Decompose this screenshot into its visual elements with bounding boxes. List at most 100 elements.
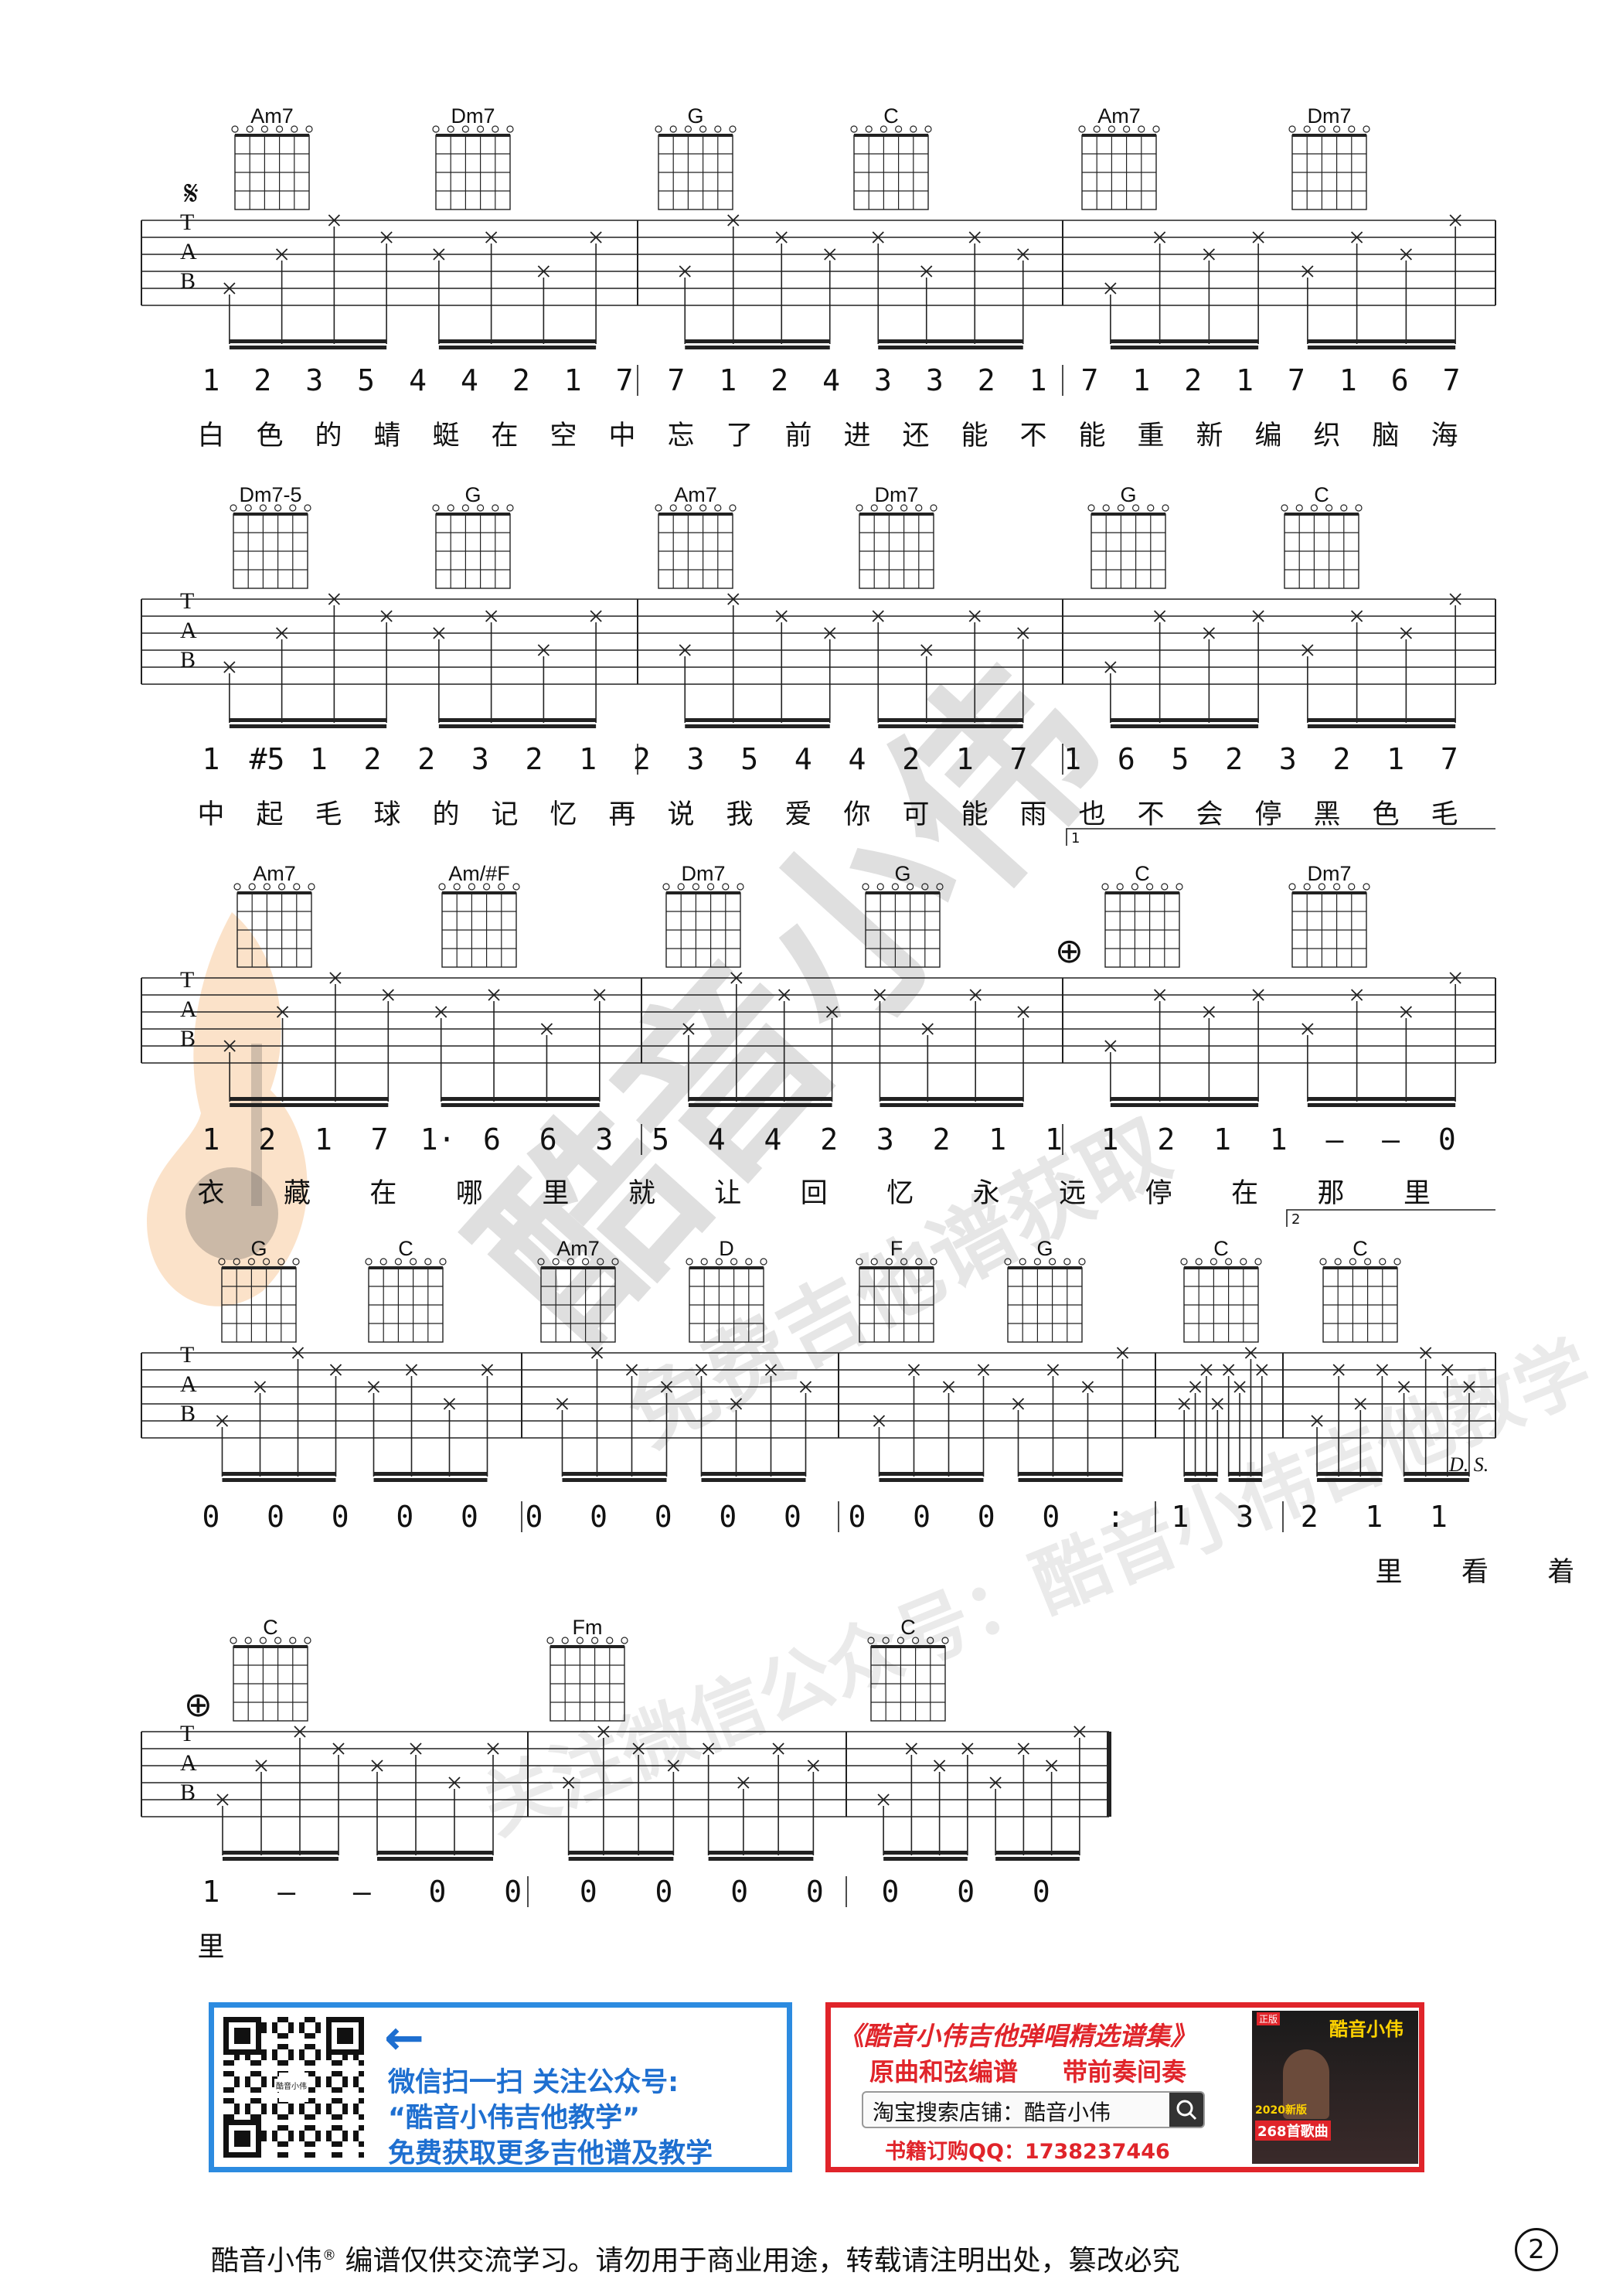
tab-x-mark — [223, 661, 236, 673]
tab-x-mark — [1301, 1023, 1314, 1035]
lyric-char: 你 — [843, 799, 871, 830]
beam — [1110, 339, 1259, 343]
jianpu-note: 2 — [1184, 363, 1203, 397]
lyric-char: 藏 — [283, 1178, 311, 1209]
segno-sign: 𝄋 — [184, 174, 199, 213]
jianpu-note: 0 — [525, 1500, 543, 1534]
chord-diagram — [862, 883, 944, 968]
copyright-footer: 酷音小伟® 编谱仅供交流学习。请勿用于商业用途，转载请注明出处，篡改必究 — [211, 2238, 1179, 2278]
beam — [438, 724, 597, 728]
jianpu-note: – — [1325, 1122, 1344, 1157]
beam — [1307, 339, 1456, 343]
tab-x-mark — [772, 1742, 784, 1755]
lyric-char: 蜓 — [432, 421, 460, 451]
jianpu-note: 4 — [707, 1122, 726, 1157]
chord-name: Dm7 — [1307, 104, 1352, 128]
beam — [701, 1478, 806, 1482]
chord-name: Am7 — [1097, 104, 1141, 128]
tab-x-mark — [255, 1759, 267, 1772]
lyric-char: 雨 — [1019, 799, 1047, 830]
chord-name: Dm7 — [451, 104, 495, 128]
tab-x-mark — [1017, 627, 1029, 639]
chord-name: Am7 — [253, 862, 296, 885]
tab-x-mark — [223, 1040, 236, 1052]
chord-diagram — [438, 883, 520, 968]
tab-x-mark — [969, 989, 982, 1001]
tab-x-mark — [905, 1742, 918, 1755]
lyric-char: 色 — [1372, 799, 1400, 830]
jianpu-note: – — [1382, 1122, 1400, 1157]
beam — [222, 1478, 336, 1482]
chord-diagram — [546, 1637, 628, 1722]
jianpu-note: 1 — [988, 1122, 1007, 1157]
chord-diagram — [230, 504, 311, 589]
tab-x-mark — [775, 610, 788, 622]
lyric-char: 里 — [542, 1178, 570, 1209]
jianpu-note: 2 — [1225, 742, 1244, 776]
jianpu-note: 4 — [794, 742, 812, 776]
beam — [878, 339, 1023, 343]
tab-x-mark — [1081, 1381, 1094, 1393]
jianpu-note: 1 — [309, 742, 328, 776]
tab-x-mark — [727, 593, 740, 605]
chord-diagram — [1078, 125, 1160, 210]
lyric-char: 远 — [1059, 1178, 1087, 1209]
lyric-char: 就 — [628, 1178, 655, 1209]
beam — [438, 339, 597, 343]
tab-x-mark — [1376, 1364, 1389, 1376]
jianpu-note: 1 — [1063, 742, 1082, 776]
tab-x-mark — [1244, 1347, 1257, 1359]
tab-x-mark — [562, 1777, 575, 1789]
tab-x-mark — [597, 1725, 610, 1738]
lyric-char: 中 — [608, 421, 636, 451]
tab-x-mark — [294, 1725, 306, 1738]
jianpu-note: 1 — [1365, 1500, 1383, 1534]
lyric-char: 记 — [491, 799, 519, 830]
qr-center-label: 酷音小伟 — [274, 2079, 308, 2092]
jianpu-note: 1 — [1429, 1500, 1448, 1534]
beam — [878, 346, 1023, 349]
tab-x-mark — [1354, 1398, 1366, 1410]
beam — [1228, 1472, 1262, 1476]
tab-x-mark — [1233, 1381, 1246, 1393]
tab-x-mark — [695, 1364, 708, 1376]
book-qq: 书籍订购QQ：1738237446 — [885, 2140, 1170, 2164]
chord-name: Dm7 — [681, 862, 726, 885]
jianpu-note: 0 — [957, 1875, 975, 1909]
dal-segno-marking: D. S. — [1449, 1453, 1489, 1476]
jianpu-note: 0 — [267, 1500, 285, 1534]
jianpu-note: 4 — [409, 363, 427, 397]
beam — [1307, 1097, 1456, 1101]
tab-clef-letter: B — [180, 1780, 196, 1805]
shop-search-box[interactable]: 淘宝搜索店铺：酷音小伟 — [862, 2091, 1205, 2128]
beam — [688, 1097, 832, 1101]
lyric-char: 爱 — [784, 799, 812, 830]
beam — [685, 346, 830, 349]
jianpu-note: 5 — [357, 363, 376, 397]
jianpu-note: 0 — [1438, 1122, 1456, 1157]
tab-x-mark — [405, 1364, 418, 1376]
book-banner[interactable]: 《酷音小伟吉他弹唱精选谱集》 原曲和弦编谱 带前奏间奏 淘宝搜索店铺：酷音小伟 … — [825, 2002, 1424, 2172]
tab-x-mark — [968, 231, 981, 244]
tab-x-mark — [329, 1364, 342, 1376]
wechat-banner[interactable]: 酷音小伟 ← 微信扫一扫 关注公众号: “酷音小伟吉他教学” 免费获取更多吉他谱… — [209, 2002, 792, 2172]
beam — [880, 1097, 1024, 1101]
tab-clef-letter: T — [180, 967, 195, 993]
chord-name: C — [1352, 1237, 1368, 1260]
tab-x-mark — [380, 231, 393, 244]
wechat-line1: 微信扫一扫 关注公众号: — [388, 2067, 679, 2098]
chord-diagram — [432, 125, 514, 210]
search-icon[interactable] — [1169, 2093, 1203, 2127]
chord-name: Dm7-5 — [239, 483, 302, 506]
chord-diagram — [233, 883, 315, 968]
chord-diagram — [1101, 883, 1183, 968]
tab-x-mark — [1463, 1381, 1475, 1393]
jianpu-note: 1 — [1132, 363, 1151, 397]
jianpu-note: 1· — [420, 1122, 456, 1157]
volta-number: 1 — [1071, 830, 1080, 847]
lyric-char: 能 — [1078, 421, 1106, 451]
lyric-char: 着 — [1547, 1557, 1575, 1588]
tab-x-mark — [329, 972, 342, 984]
chord-name: G — [250, 1237, 267, 1260]
jianpu-note: 2 — [253, 363, 272, 397]
